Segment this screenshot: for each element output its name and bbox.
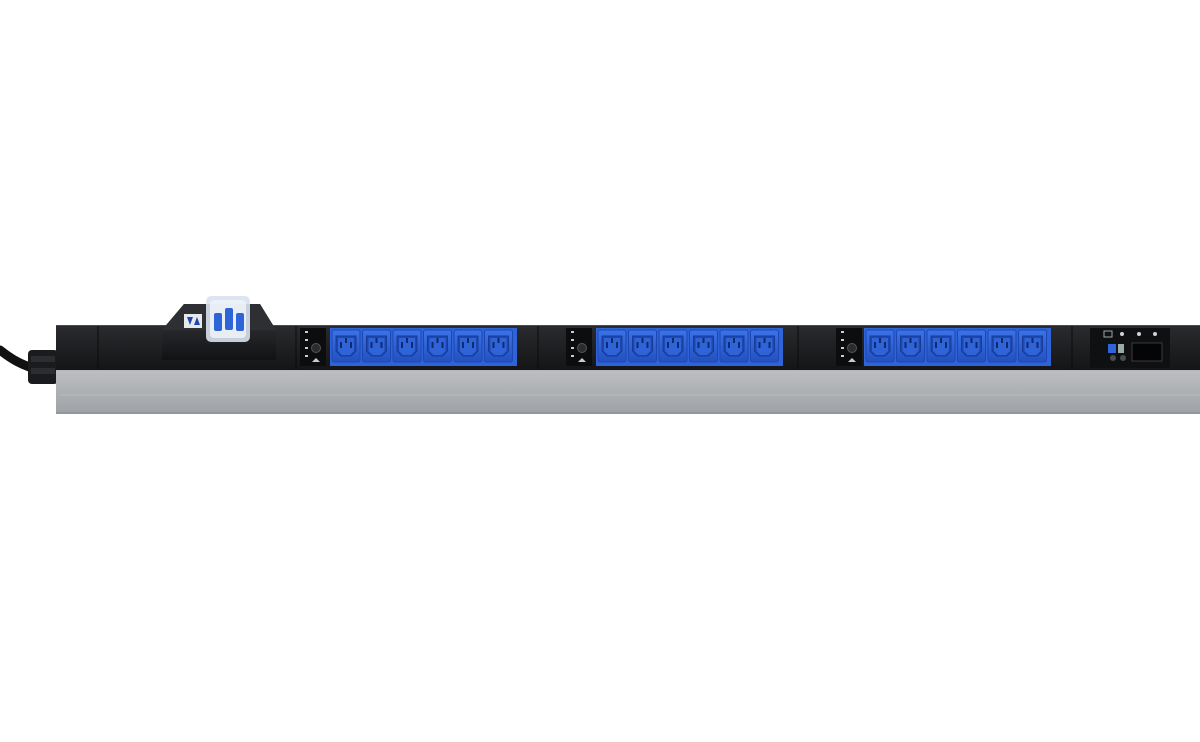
c13-outlet — [896, 329, 925, 363]
c13-outlet — [750, 329, 779, 363]
control-panel-icon — [1090, 328, 1170, 368]
c13-outlet — [658, 329, 688, 363]
c13-outlet — [362, 329, 391, 363]
c13-outlet — [628, 329, 657, 363]
c13-outlet — [926, 329, 956, 363]
c13-outlet — [957, 329, 986, 363]
bank-status-leds-icon — [836, 328, 862, 366]
outlet-bank — [566, 328, 783, 366]
c13-outlet — [331, 329, 361, 363]
c13-outlet — [1018, 329, 1047, 363]
bank-status-leds-icon — [300, 328, 326, 366]
c13-outlet — [484, 329, 513, 363]
power-cord-icon — [0, 345, 58, 384]
c13-outlet — [987, 329, 1017, 363]
c13-outlet — [423, 329, 452, 363]
outlet-bank — [836, 328, 1051, 366]
lcd-display-icon — [1131, 342, 1163, 362]
c13-outlet — [597, 329, 627, 363]
c13-outlet — [689, 329, 718, 363]
c13-outlet — [865, 329, 895, 363]
c13-outlet — [719, 329, 749, 363]
bank-status-leds-icon — [566, 328, 592, 366]
outlet-bank — [300, 328, 517, 366]
circuit-breaker-icon — [162, 296, 276, 360]
c13-outlet — [453, 329, 483, 363]
c13-outlet — [392, 329, 422, 363]
